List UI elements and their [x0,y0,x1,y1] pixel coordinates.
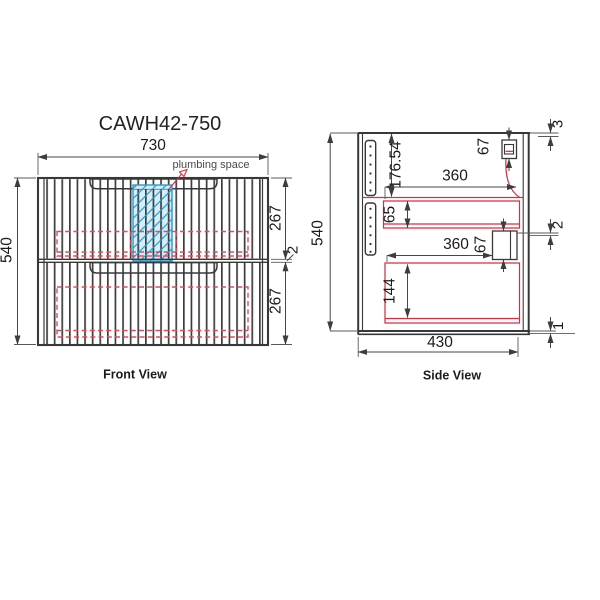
side-dim-bottom-gap: 1 [530,317,575,348]
side-view: 540 176.54 65 360 67 3 [310,119,575,382]
front-dim-drawer-gap: 2 [285,246,302,262]
leader-arrow-icon [178,168,188,178]
svg-text:67: 67 [476,138,493,155]
slat-texture-bottom-drawer [45,262,261,345]
svg-text:176.54: 176.54 [388,141,405,189]
svg-text:730: 730 [140,137,166,154]
side-dim-overall-height: 540 [310,133,334,332]
side-view-label: Side View [423,368,481,382]
side-dim-mid-gap: 2 [517,219,567,250]
front-cabinet-outline [36,176,270,347]
side-dim-bottom-drawer-depth: 360 [386,236,493,262]
plumbing-space-annotation: plumbing space [168,159,250,190]
plumbing-space-outline [132,184,173,262]
svg-text:540: 540 [0,237,16,263]
svg-text:65: 65 [382,206,399,223]
side-dim-bottom-drawer-inner: 144 [382,263,411,319]
front-view-label: Front View [103,367,167,381]
svg-text:2: 2 [550,221,567,229]
bottom-drawer-handle-recess [89,261,218,274]
svg-text:2: 2 [285,246,302,254]
side-dim-bottom-drawer-back: 67 [473,218,507,272]
svg-text:360: 360 [442,168,468,185]
bottom-drawer-runner [364,202,377,256]
svg-text:360: 360 [443,236,469,253]
top-drawer-box-outline [56,230,249,257]
plumbing-space-label: plumbing space [172,159,249,171]
svg-text:1: 1 [550,322,567,330]
top-drawer-back-rail [501,139,518,160]
top-drawer-handle-recess [89,178,218,190]
front-view: 730 plumbing space 540 267 2 [0,137,302,381]
side-dim-overall-depth: 430 [357,334,519,357]
plumbing-space-hatch [133,185,172,261]
svg-text:67: 67 [473,236,490,253]
side-dim-top-drawer-inner: 65 [382,200,411,229]
front-dim-overall-height: 540 [0,177,36,346]
top-drawer-runner [364,139,377,197]
bottom-drawer-back-panel [491,230,518,261]
front-dim-overall-width: 730 [37,137,269,175]
svg-text:267: 267 [268,205,285,231]
svg-text:144: 144 [382,278,399,304]
side-dim-top-drawer-depth: 360 [384,168,517,199]
page-title: CAWH42-750 [99,113,222,135]
svg-text:267: 267 [268,288,285,314]
front-dim-bottom-drawer: 267 [268,261,292,346]
bottom-drawer-side-profile [384,262,521,324]
svg-text:430: 430 [427,334,453,351]
svg-text:540: 540 [310,220,327,246]
bottom-drawer-box-outline [56,286,249,338]
side-dim-top-gap: 3 [530,119,567,151]
side-dim-top-drawer-back: 67 [476,127,512,171]
svg-text:3: 3 [550,120,567,128]
